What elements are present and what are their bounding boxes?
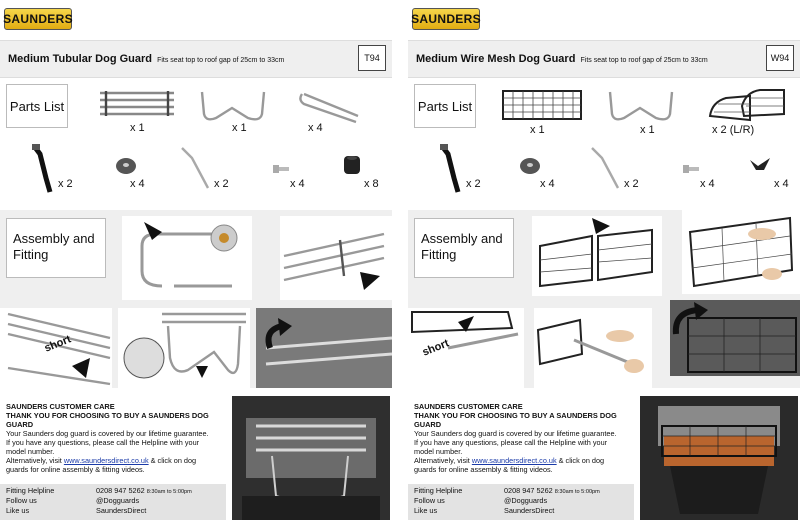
assembly-heading: Assembly and Fitting	[6, 218, 106, 278]
assembly-step-3: short	[408, 308, 524, 388]
care-heading: SAUNDERS CUSTOMER CARE	[414, 402, 523, 411]
follow-label: Follow us	[6, 496, 37, 505]
follow-handle: @Dogguards	[504, 496, 548, 505]
assembly-heading-line2: Fitting	[13, 247, 49, 262]
assembly-step-4	[118, 308, 250, 388]
part-qty: x 4	[774, 178, 789, 190]
care-text-post: & click on dog	[556, 456, 605, 465]
care-text-post: & click on dog	[148, 456, 197, 465]
helpline-hours: 8:30am to 5:00pm	[146, 489, 192, 495]
website-link[interactable]: www.saundersdirect.co.uk	[63, 456, 149, 465]
part-qty: x 4	[290, 178, 305, 190]
tubular-guard-sheet: SAUNDERS Medium Tubular Dog Guard Fits s…	[0, 0, 392, 525]
product-subtitle: Fits seat top to roof gap of 25cm to 33c…	[157, 57, 285, 64]
wire-mesh-guard-sheet: SAUNDERS Medium Wire Mesh Dog Guard Fits…	[408, 0, 800, 525]
like-value: SaundersDirect	[96, 506, 147, 515]
care-text: Alternatively, visit www.saundersdirect.…	[414, 456, 634, 465]
assembly-step-1	[532, 216, 662, 296]
helpline-label: Fitting Helpline	[414, 486, 463, 495]
part-qty: x 1	[130, 122, 145, 134]
title-bar: Medium Tubular Dog Guard Fits seat top t…	[0, 40, 392, 78]
logo-text: SAUNDERS	[3, 12, 73, 26]
assembly-heading-line2: Fitting	[421, 247, 457, 262]
part-qty: x 1	[640, 124, 655, 136]
parts-list-heading: Parts List	[414, 84, 476, 128]
saunders-logo: SAUNDERS	[3, 8, 73, 30]
part-qty: x 2	[214, 178, 229, 190]
helpline-hours: 8:30am to 5:00pm	[554, 489, 600, 495]
product-subtitle: Fits seat top to roof gap of 25cm to 33c…	[580, 57, 708, 64]
assembly-section: Assembly and Fitting short	[0, 210, 392, 388]
product-title: Medium Tubular Dog Guard Fits seat top t…	[8, 53, 284, 65]
model-code: W94	[766, 45, 794, 71]
parts-list: Parts List x 1 x 1 x 2 (L/R) x 2 x 4 x 2…	[408, 80, 800, 202]
care-text-pre: Alternatively, visit	[414, 456, 472, 465]
care-text: guards for online assembly & fitting vid…	[6, 465, 145, 474]
title-text: Medium Wire Mesh Dog Guard	[416, 53, 576, 65]
like-label: Like us	[414, 506, 438, 515]
assembly-step-4	[534, 308, 652, 388]
contact-block: Fitting Helpline 0208 947 5262 8:30am to…	[408, 484, 634, 520]
care-text: Alternatively, visit www.saundersdirect.…	[6, 456, 226, 465]
part-qty: x 2 (L/R)	[712, 124, 755, 136]
assembly-step-2	[682, 210, 800, 294]
assembly-step-1	[122, 216, 252, 300]
part-qty: x 2	[58, 178, 73, 190]
care-text: model number.	[414, 447, 463, 456]
care-text: Your Saunders dog guard is covered by ou…	[414, 429, 617, 438]
like-label: Like us	[6, 506, 30, 515]
helpline-label: Fitting Helpline	[6, 486, 55, 495]
part-qty: x 8	[364, 178, 379, 190]
care-subheading: THANK YOU FOR CHOOSING TO BUY A SAUNDERS…	[6, 411, 209, 429]
customer-care: SAUNDERS CUSTOMER CARE THANK YOU FOR CHO…	[408, 396, 634, 525]
follow-handle: @Dogguards	[96, 496, 140, 505]
part-qty: x 4	[700, 178, 715, 190]
assembly-step-5	[256, 308, 392, 388]
care-subheading: THANK YOU FOR CHOOSING TO BUY A SAUNDERS…	[414, 411, 617, 429]
assembly-step-5	[670, 300, 800, 376]
assembly-heading: Assembly and Fitting	[414, 218, 514, 278]
care-text: model number.	[6, 447, 55, 456]
part-qty: x 4	[540, 178, 555, 190]
assembly-section: Assembly and Fitting short	[408, 210, 800, 388]
title-text: Medium Tubular Dog Guard	[8, 53, 153, 65]
helpline-number: 0208 947 5262	[504, 486, 553, 495]
care-heading: SAUNDERS CUSTOMER CARE	[6, 402, 115, 411]
parts-list: Parts List x 1 x 1 x 4 x 2 x 4 x 2 x 4	[0, 80, 392, 202]
car-boot-photo	[640, 396, 798, 520]
care-text: Your Saunders dog guard is covered by ou…	[6, 429, 209, 438]
part-qty: x 2	[466, 178, 481, 190]
follow-label: Follow us	[414, 496, 445, 505]
helpline-number: 0208 947 5262	[96, 486, 145, 495]
assembly-step-3: short	[0, 308, 112, 388]
like-value: SaundersDirect	[504, 506, 555, 515]
customer-care: SAUNDERS CUSTOMER CARE THANK YOU FOR CHO…	[0, 396, 226, 525]
product-title: Medium Wire Mesh Dog Guard Fits seat top…	[416, 53, 708, 65]
model-code: T94	[358, 45, 386, 71]
assembly-heading-line1: Assembly and	[13, 231, 95, 246]
logo-text: SAUNDERS	[411, 12, 481, 26]
part-qty: x 4	[308, 122, 323, 134]
part-qty: x 4	[130, 178, 145, 190]
parts-list-heading: Parts List	[6, 84, 68, 128]
part-qty: x 1	[530, 124, 545, 136]
care-text-pre: Alternatively, visit	[6, 456, 64, 465]
part-qty: x 2	[624, 178, 639, 190]
website-link[interactable]: www.saundersdirect.co.uk	[471, 456, 557, 465]
contact-block: Fitting Helpline 0208 947 5262 8:30am to…	[0, 484, 226, 520]
care-text: If you have any questions, please call t…	[6, 438, 200, 447]
car-boot-photo	[232, 396, 390, 520]
care-text: If you have any questions, please call t…	[414, 438, 608, 447]
assembly-step-2	[280, 216, 392, 300]
part-qty: x 1	[232, 122, 247, 134]
title-bar: Medium Wire Mesh Dog Guard Fits seat top…	[408, 40, 800, 78]
assembly-heading-line1: Assembly and	[421, 231, 503, 246]
care-text: guards for online assembly & fitting vid…	[414, 465, 553, 474]
saunders-logo: SAUNDERS	[411, 8, 481, 30]
